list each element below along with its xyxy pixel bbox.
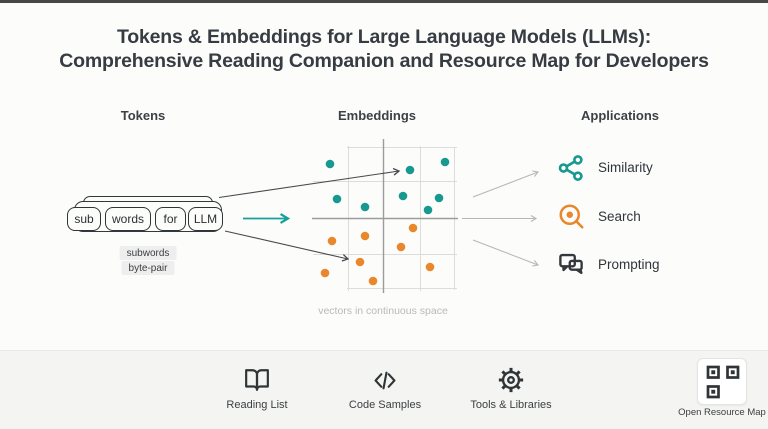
- embedding-dot-orange: [320, 268, 330, 278]
- token-tag-subwords: subwords: [119, 246, 177, 260]
- embedding-dot-orange: [355, 257, 365, 267]
- embedding-dot-teal: [440, 157, 450, 167]
- embedding-dot-teal: [360, 202, 370, 212]
- page-title-line2: Comprehensive Reading Companion and Reso…: [59, 49, 709, 72]
- column-heading-applications: Applications: [580, 108, 659, 123]
- token-box-sub: sub: [67, 207, 101, 231]
- embedding-grid-axes: [312, 139, 458, 293]
- embedding-dots: [320, 157, 450, 286]
- embedding-dot-orange: [327, 236, 337, 246]
- book-open-icon: [245, 369, 269, 391]
- footer-label-code-samples: Code Samples: [348, 399, 422, 411]
- code-icon: [374, 371, 396, 390]
- embedding-dot-orange: [425, 262, 435, 272]
- gear-icon: [498, 367, 524, 393]
- embedding-dot-orange: [408, 223, 418, 233]
- application-label-prompting: Prompting: [598, 257, 660, 272]
- column-heading-tokens: Tokens: [120, 108, 166, 123]
- embedding-dot-orange: [360, 231, 370, 241]
- footer-bar: Reading List Code Samples: [0, 350, 768, 429]
- footer-label-open-resource-map: Open Resource Map: [678, 407, 766, 418]
- share-network-icon: [558, 155, 583, 181]
- footer-label-tools-libraries: Tools & Libraries: [470, 399, 552, 411]
- page-title-line1: Tokens & Embeddings for Large Language M…: [117, 26, 651, 48]
- footer-label-reading-list: Reading List: [226, 399, 288, 411]
- search-icon: [559, 204, 584, 229]
- token-box-words: words: [105, 207, 151, 231]
- top-edge-strip: [0, 0, 768, 3]
- token-to-embedding-arrows: [218, 167, 401, 262]
- embedding-dot-orange: [368, 276, 378, 286]
- embeddings-caption: vectors in continuous space: [318, 305, 448, 317]
- embedding-dot-teal: [325, 159, 335, 169]
- embedding-dot-teal: [405, 165, 415, 175]
- resource-map-card[interactable]: [697, 358, 747, 405]
- token-box-llm: LLM: [188, 207, 223, 231]
- application-label-similarity: Similarity: [598, 160, 653, 175]
- chat-bubbles-icon: [559, 253, 583, 275]
- embedding-dot-teal: [398, 191, 408, 201]
- embedding-dot-teal: [423, 205, 433, 215]
- token-tag-byte-pair: byte-pair: [121, 261, 175, 275]
- application-label-search: Search: [598, 209, 641, 224]
- qr-code-icon: [706, 365, 740, 399]
- page-title: Tokens & Embeddings for Large Language M…: [0, 26, 768, 73]
- embedding-grid-light: [313, 146, 457, 291]
- column-heading-embeddings: Embeddings: [337, 108, 416, 123]
- embedding-to-application-arrows: [462, 170, 539, 267]
- embedding-dot-orange: [396, 242, 406, 252]
- token-box-for: for: [155, 207, 186, 231]
- embedding-dot-teal: [434, 193, 444, 203]
- embedding-dot-teal: [332, 194, 342, 204]
